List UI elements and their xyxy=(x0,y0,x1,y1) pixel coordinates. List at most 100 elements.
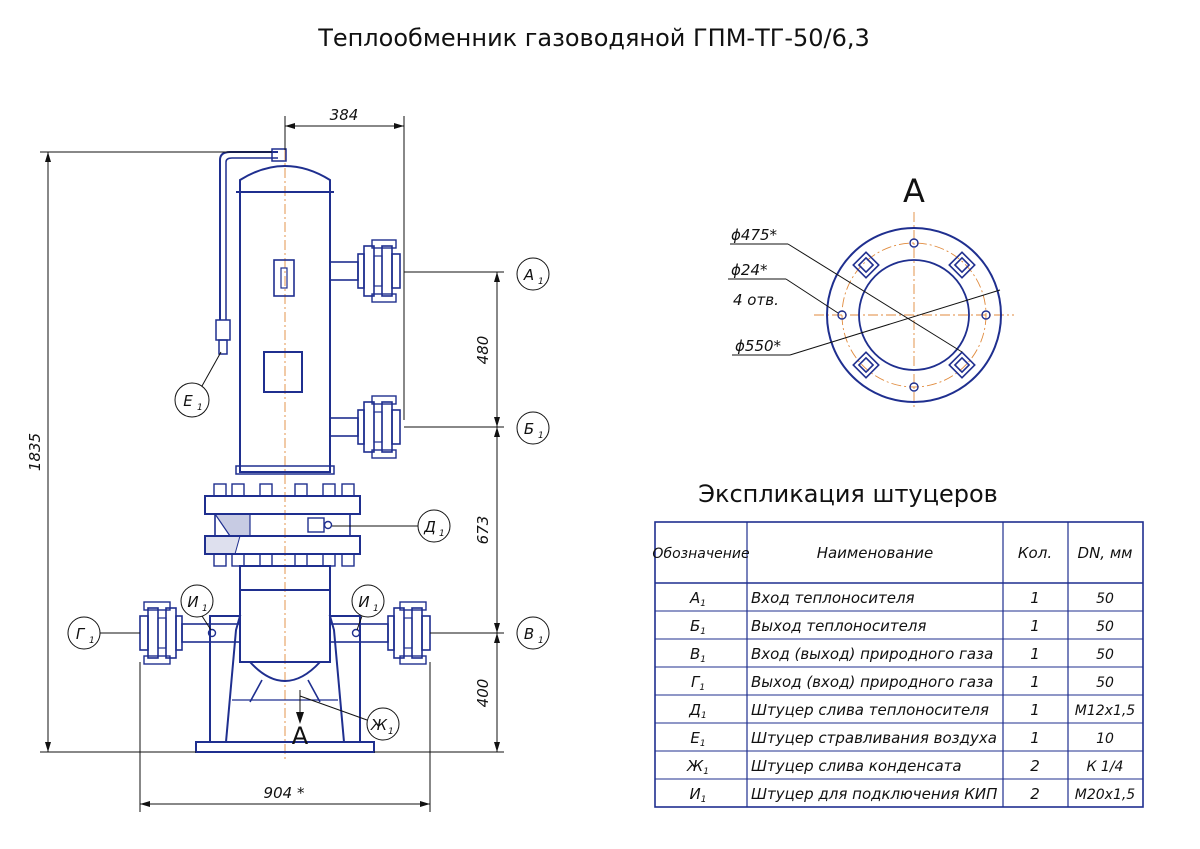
dim-400: 400 xyxy=(474,679,492,708)
cell-code: Ж1 xyxy=(686,757,709,777)
cell-name: Вход (выход) природного газа xyxy=(751,645,993,663)
fittings-table: Экспликация штуцеров Обозначение Наимено… xyxy=(652,480,1144,808)
body-flange-assembly xyxy=(204,483,361,567)
dim-d24: ϕ24* xyxy=(731,261,768,279)
cell-dn: 50 xyxy=(1096,675,1114,691)
col-header-qty: Кол. xyxy=(1018,544,1052,562)
svg-text:1: 1 xyxy=(538,636,544,646)
main-shell xyxy=(239,191,331,473)
cell-code: Б1 xyxy=(690,617,706,637)
cell-qty: 1 xyxy=(1030,701,1040,719)
cell-dn: 10 xyxy=(1096,731,1114,747)
dim-384: 384 xyxy=(330,106,359,124)
dimension-lines: 384 1835 480 673 400 904 * xyxy=(26,106,504,812)
dim-480: 480 xyxy=(474,336,492,365)
col-header-name: Наименование xyxy=(817,544,934,562)
drawing-title: Теплообменник газоводяной ГПМ-ТГ-50/6,3 xyxy=(317,24,870,52)
flange-inner xyxy=(858,259,970,371)
svg-text:1: 1 xyxy=(202,604,208,614)
level-window xyxy=(273,259,295,297)
cell-name: Выход теплоносителя xyxy=(751,617,926,635)
svg-text:И: И xyxy=(358,593,369,611)
nameplate xyxy=(263,351,303,393)
svg-text:Д: Д xyxy=(423,518,436,536)
cell-name: Вход теплоносителя xyxy=(751,589,915,607)
cell-qty: 1 xyxy=(1030,673,1040,691)
cell-qty: 2 xyxy=(1030,785,1040,803)
table-row: Д1 Штуцер слива теплоносителя 1 М12х1,5 xyxy=(688,701,1135,721)
cell-qty: 1 xyxy=(1030,729,1040,747)
dim-673: 673 xyxy=(474,516,492,545)
flange-outer xyxy=(826,227,1002,403)
cell-dn: М12х1,5 xyxy=(1075,703,1136,719)
callout-e1 xyxy=(174,382,210,418)
svg-text:И: И xyxy=(187,593,198,611)
dim-1835: 1835 xyxy=(26,433,44,471)
svg-text:1: 1 xyxy=(373,604,379,614)
svg-text:1: 1 xyxy=(197,403,203,413)
vent-valve xyxy=(215,319,231,341)
nozzle-a1 xyxy=(329,239,401,303)
cell-code: Д1 xyxy=(688,701,706,721)
cell-dn: К 1/4 xyxy=(1087,759,1124,775)
cell-code: И1 xyxy=(690,785,707,805)
table-row: Б1 Выход теплоносителя 1 50 xyxy=(690,617,1114,637)
cell-name: Штуцер слива конденсата xyxy=(751,757,962,775)
detail-view-a: А ϕ475* ϕ24* 4 отв. ϕ550* xyxy=(728,172,1014,410)
cell-dn: М20х1,5 xyxy=(1075,787,1136,803)
callouts: А 1 Б 1 В 1 Г 1 Д 1 Е 1 Ж 1 И 1 xyxy=(67,257,550,741)
svg-text:Ж: Ж xyxy=(370,716,388,734)
cell-qty: 1 xyxy=(1030,645,1040,663)
table-row: Ж1 Штуцер слива конденсата 2 К 1/4 xyxy=(686,757,1123,777)
table-row: Е1 Штуцер стравливания воздуха 1 10 xyxy=(690,729,1114,749)
cell-name: Штуцер для подключения КИП xyxy=(751,785,997,803)
callout-b1 xyxy=(516,411,550,445)
col-header-code: Обозначение xyxy=(652,546,749,562)
cell-dn: 50 xyxy=(1096,619,1114,635)
cell-code: Е1 xyxy=(690,729,705,749)
view-arrow-label: А xyxy=(292,722,309,750)
cell-qty: 1 xyxy=(1030,617,1040,635)
support-stand xyxy=(195,615,375,753)
detail-view-label: А xyxy=(903,172,925,210)
cell-code: А1 xyxy=(689,589,706,609)
nozzle-b1 xyxy=(329,395,401,459)
svg-text:1: 1 xyxy=(439,529,445,539)
cell-qty: 1 xyxy=(1030,589,1040,607)
cell-name: Штуцер слива теплоносителя xyxy=(751,701,989,719)
base-plate xyxy=(195,741,375,753)
col-header-dn: DN, мм xyxy=(1078,544,1133,562)
cell-dn: 50 xyxy=(1096,647,1114,663)
table-row: В1 Вход (выход) природного газа 1 50 xyxy=(690,645,1114,665)
svg-text:Г: Г xyxy=(76,625,86,643)
callout-zh1 xyxy=(366,707,400,741)
cell-qty: 2 xyxy=(1030,757,1040,775)
air-vent-pipe xyxy=(219,151,278,320)
callout-i1-right xyxy=(351,584,385,618)
callout-i1-left xyxy=(180,584,214,618)
svg-text:Е: Е xyxy=(183,392,193,410)
dim-d475: ϕ475* xyxy=(731,226,778,244)
cell-dn: 50 xyxy=(1096,591,1114,607)
svg-text:Б: Б xyxy=(524,420,534,438)
cell-code: Г1 xyxy=(691,673,705,693)
svg-text:1: 1 xyxy=(89,636,95,646)
cell-code: В1 xyxy=(690,645,706,665)
table-row: А1 Вход теплоносителя 1 50 xyxy=(689,589,1114,609)
nozzle-g1 xyxy=(139,601,241,665)
svg-text:1: 1 xyxy=(538,277,544,287)
top-dome xyxy=(239,165,331,193)
dim-904: 904 * xyxy=(264,784,305,802)
callout-v1 xyxy=(516,616,550,650)
dim-d550: ϕ550* xyxy=(735,337,782,355)
svg-text:1: 1 xyxy=(388,727,394,737)
table-title: Экспликация штуцеров xyxy=(698,480,998,508)
heat-exchanger-elevation: А xyxy=(139,148,431,760)
table-row: И1 Штуцер для подключения КИП 2 М20х1,5 xyxy=(690,785,1136,805)
bolt-circle xyxy=(841,242,987,388)
cell-name: Штуцер стравливания воздуха xyxy=(751,729,997,747)
svg-text:А: А xyxy=(523,266,534,284)
callout-a1 xyxy=(516,257,550,291)
